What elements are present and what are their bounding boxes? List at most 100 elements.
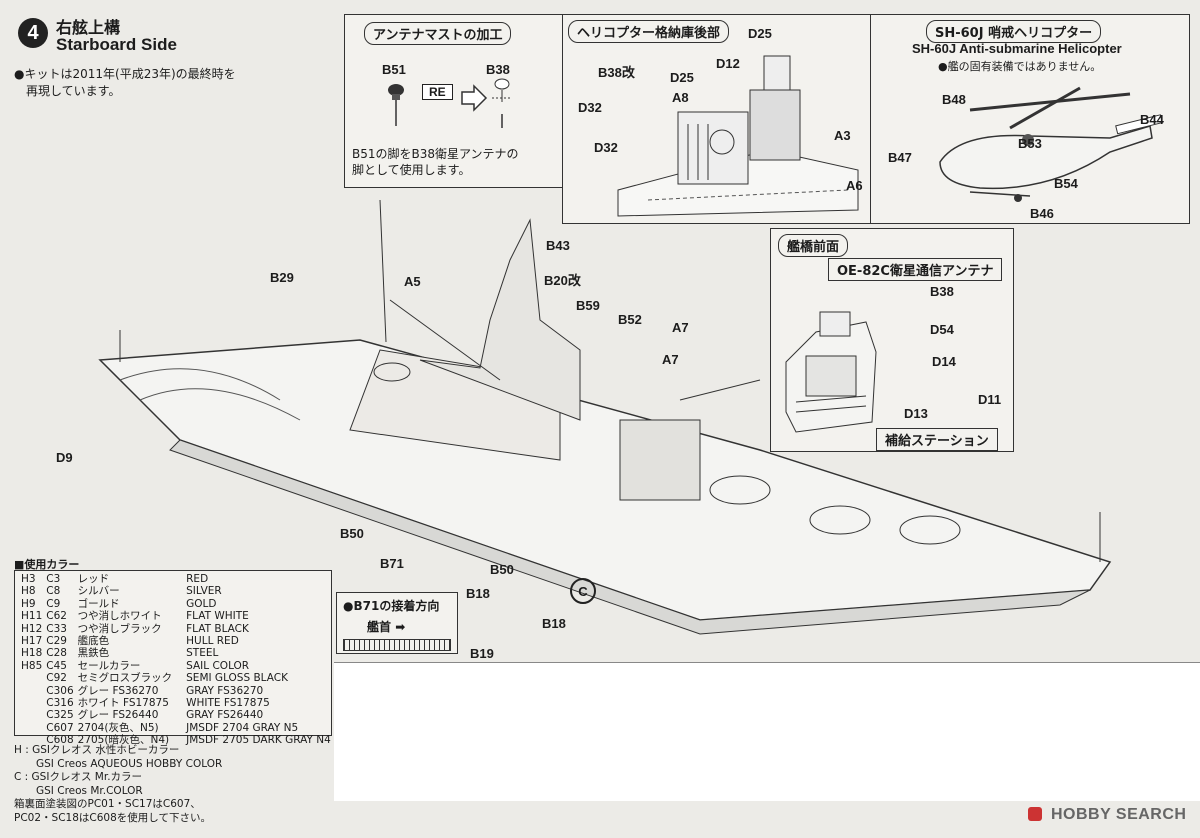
color-cell: FLAT WHITE (186, 610, 249, 623)
color-cell: グレー FS36270 (77, 684, 159, 697)
antenna-panel-title: アンテナマストの加工 (364, 22, 512, 45)
color-cell: C62 (46, 610, 67, 623)
color-cell (21, 672, 46, 684)
color-cell: C28 (46, 647, 67, 660)
sh60j-subtitle: SH-60J Anti-submarine Helicopter (912, 41, 1122, 56)
hangar-part-b38kai: B38改 (598, 65, 635, 80)
color-cell: シルバー (77, 585, 120, 598)
color-cell: GRAY FS26440 (186, 709, 264, 722)
color-cell: ゴールド (77, 597, 120, 610)
color-cell: つや消しブラック (77, 622, 162, 635)
sh60-part-b47: B47 (888, 150, 912, 165)
heli-hangar-title: ヘリコプター格納庫後部 (568, 20, 730, 43)
color-cell (21, 722, 46, 734)
bridge-drawing (785, 311, 877, 433)
color-cell: 2704(灰色、N5) (77, 721, 159, 734)
helicopter-drawing (939, 86, 1163, 202)
color-cell: H8 (21, 585, 36, 598)
color-cell: H9 (21, 597, 36, 610)
hangar-part-d12: D12 (716, 56, 740, 71)
color-cell: C33 (46, 622, 67, 635)
arrow-right-icon: ➡ (395, 620, 406, 634)
sh60-part-b54: B54 (1054, 176, 1078, 191)
hangar-drawing (617, 55, 859, 217)
color-cell: 艦底色 (77, 635, 110, 648)
color-cell: WHITE FS17875 (186, 697, 270, 710)
color-legend: H : GSIクレオス 水性ホビーカラー GSI Creos AQUEOUS H… (14, 744, 223, 824)
color-cell: H17 (21, 635, 43, 648)
ship-part-b71: B71 (380, 556, 404, 571)
color-cell: グレー FS26440 (77, 709, 159, 722)
sh60-part-b44: B44 (1140, 112, 1164, 127)
part-label-b38: B38 (486, 62, 510, 77)
color-cell: C92 (46, 672, 67, 685)
ship-part-b52: B52 (618, 312, 642, 327)
blank-area (334, 662, 1200, 801)
color-cell: RED (186, 573, 209, 585)
bridge-part-d13: D13 (904, 406, 928, 421)
ship-part-a7a: A7 (672, 320, 689, 335)
color-cell (21, 685, 46, 697)
ship-part-a7b: A7 (662, 352, 679, 367)
hangar-part-d32a: D32 (578, 100, 602, 115)
kit-note: ●キットは2011年(平成23年)の最終時を 再現しています。 (14, 67, 236, 98)
bridge-part-d54: D54 (930, 322, 954, 337)
color-cell: HULL RED (186, 635, 239, 648)
ship-part-b50b: B50 (490, 562, 514, 577)
color-cell: SILVER (186, 585, 222, 598)
color-cell: STEEL (186, 647, 219, 660)
b71-strip (343, 639, 451, 651)
re-marker: RE (422, 84, 453, 100)
step-title-jp: 右舷上構 (56, 18, 121, 37)
color-cell: JMSDF 2704 GRAY N5 (186, 721, 299, 734)
ship-part-b20kai: B20改 (544, 273, 581, 288)
color-cell: SEMI GLOSS BLACK (186, 672, 288, 685)
ship-part-a5: A5 (404, 274, 421, 289)
color-cell (21, 697, 46, 709)
color-cell: つや消しホワイト (77, 610, 162, 623)
color-cell: C9 (46, 597, 61, 610)
color-cell: C306 (46, 684, 74, 697)
color-cell: C607 (46, 721, 74, 734)
sh60-part-b48: B48 (942, 92, 966, 107)
color-cell: C3 (46, 573, 61, 585)
color-cell: H12 (21, 622, 43, 635)
step-title-en: Starboard Side (56, 35, 177, 54)
ship-part-b18b: B18 (542, 616, 566, 631)
color-cell: 2705(暗灰色、N4) (77, 734, 170, 747)
hangar-part-a8: A8 (672, 90, 689, 105)
b71-direction-box: ●B71の接着方向 艦首 ➡ (336, 592, 458, 654)
bridge-front-title: 艦橋前面 (778, 234, 849, 257)
sh60-part-b46: B46 (1030, 206, 1054, 221)
color-cell: C45 (46, 659, 67, 672)
bridge-part-d14: D14 (932, 354, 956, 369)
color-cell: H85 (21, 659, 43, 672)
ship-part-b18a: B18 (466, 586, 490, 601)
ship-part-b29: B29 (270, 270, 294, 285)
color-cell: H3 (21, 573, 36, 585)
hangar-part-a3: A3 (834, 128, 851, 143)
hangar-part-a6: A6 (846, 178, 863, 193)
hobby-search-logo-icon (1028, 807, 1042, 821)
supply-station-label: 補給ステーション (876, 428, 998, 451)
antenna-mast-drawing (388, 78, 512, 128)
ship-part-d9: D9 (56, 450, 73, 465)
bridge-part-d11: D11 (978, 392, 1002, 407)
color-cell: C29 (46, 635, 67, 648)
ship-hull-drawing (98, 200, 1112, 635)
part-label-b51: B51 (382, 62, 406, 77)
color-cell: FLAT BLACK (186, 622, 249, 635)
color-cell: セールカラー (77, 659, 141, 672)
color-cell: GOLD (186, 597, 217, 610)
